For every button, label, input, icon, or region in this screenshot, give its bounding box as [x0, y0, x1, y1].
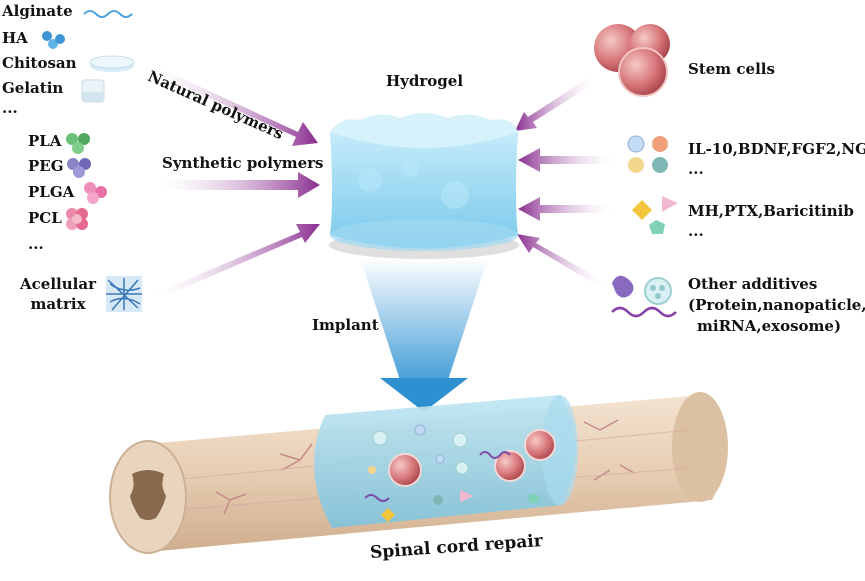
- hydrogel-cylinder: [329, 113, 519, 259]
- plga-icon: [84, 182, 107, 204]
- label-stem-cells: Stem cells: [688, 60, 775, 78]
- ha-icon: [42, 31, 65, 49]
- stem-cells-icon: [594, 24, 670, 97]
- label-pla: PLA: [28, 132, 62, 150]
- alginate-icon: [83, 10, 133, 18]
- label-synthetic-more: ...: [28, 235, 44, 253]
- label-acellular: Acellular: [20, 275, 96, 293]
- label-ha: HA: [2, 29, 28, 47]
- label-plga: PLGA: [28, 183, 75, 201]
- arrow-drugs: [518, 197, 612, 221]
- label-drugs: MH,PTX,Baricitinib: [688, 202, 854, 220]
- pla-icon: [66, 133, 90, 154]
- label-growth-factors-more: ...: [688, 160, 704, 178]
- arrow-natural-polymers: [152, 66, 318, 146]
- label-implant: Implant: [312, 316, 379, 334]
- label-other-additives: Other additives: [688, 275, 818, 293]
- label-chitosan: Chitosan: [2, 54, 77, 72]
- arrow-acellular: [155, 224, 320, 299]
- label-alginate: Alginate: [2, 2, 73, 20]
- other-additives-icon: [611, 275, 677, 318]
- drugs-icon: [632, 196, 678, 234]
- label-hydrogel: Hydrogel: [386, 72, 464, 90]
- label-synthetic-polymers: Synthetic polymers: [162, 154, 324, 172]
- label-pcl: PCL: [28, 209, 62, 227]
- chitosan-icon: [89, 55, 135, 72]
- label-peg: PEG: [28, 157, 64, 175]
- label-other-additives-detail-2: miRNA,exosome): [697, 317, 842, 335]
- implant-arrowhead: [380, 378, 468, 412]
- arrow-factors: [518, 148, 612, 172]
- label-natural-more: ...: [2, 99, 18, 117]
- arrow-other-additives: [517, 234, 604, 287]
- peg-icon: [67, 158, 91, 178]
- label-matrix: matrix: [30, 295, 86, 313]
- acellular-matrix-icon: [106, 276, 142, 312]
- implant-funnel: [360, 258, 488, 380]
- hydrogel-implant-sleeve: [314, 395, 578, 528]
- growth-factors-icon: [627, 135, 668, 173]
- pcl-icon: [66, 208, 88, 230]
- label-other-additives-detail-1: (Protein,nanopaticle,: [688, 296, 865, 314]
- label-drugs-more: ...: [688, 222, 704, 240]
- label-gelatin: Gelatin: [2, 79, 64, 97]
- label-growth-factors: IL-10,BDNF,FGF2,NGF: [688, 140, 865, 158]
- gelatin-icon: [81, 79, 105, 103]
- arrow-stem-cells: [515, 77, 595, 131]
- arrow-synthetic-polymers: [160, 172, 320, 198]
